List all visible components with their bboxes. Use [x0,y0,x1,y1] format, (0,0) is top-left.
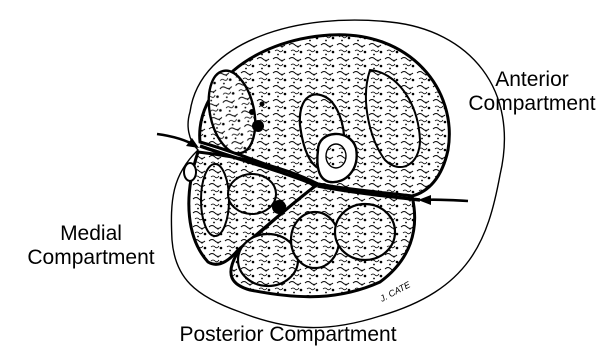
posterior-muscle-3 [335,204,395,260]
femur-marrow [326,144,346,168]
anterior-label-line-1: Anterior [452,68,609,92]
femoral-vessel-2 [249,109,255,115]
femoral-vessel [252,120,264,132]
medial-compartment-label: Medial Compartment [12,222,170,270]
anterior-label-line-2: Compartment [452,92,609,116]
medial-label-line-2: Compartment [12,246,170,270]
medial-muscle-1 [201,164,229,236]
great-saphenous-vein [184,163,196,181]
medial-muscle-2 [228,174,276,214]
femoral-vessel-3 [260,102,265,107]
medial-label-line-1: Medial [12,222,170,246]
posterior-muscle-1 [238,234,298,286]
posterior-label-text: Posterior Compartment [148,323,428,347]
posterior-compartment-label: Posterior Compartment [148,323,428,347]
posterior-muscle-2 [291,212,339,268]
anterior-compartment-label: Anterior Compartment [452,68,609,116]
